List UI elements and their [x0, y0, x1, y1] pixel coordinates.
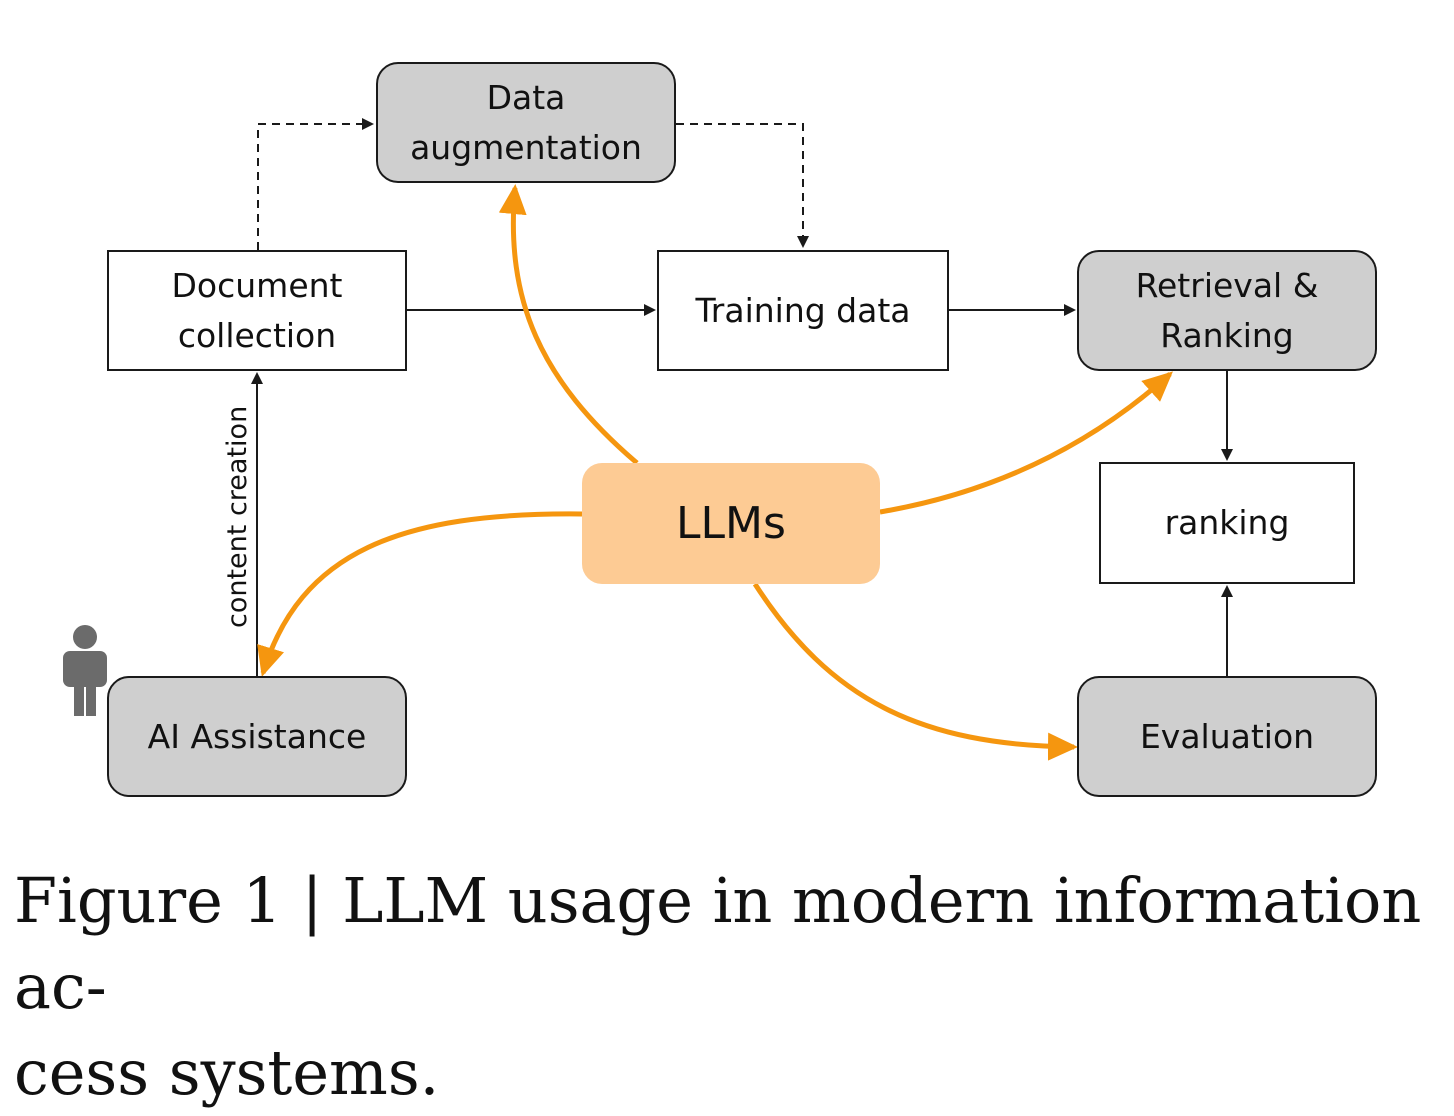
evaluation-node: Evaluation — [1077, 676, 1377, 797]
retrieval-ranking-node: Retrieval & Ranking — [1077, 250, 1377, 371]
orange-arrow-llm-to-evaluation — [752, 582, 1078, 761]
dashed-arrow-aug-to-training — [676, 123, 809, 248]
ranking-node: ranking — [1099, 462, 1355, 584]
orange-arrow-llm-to-ai — [257, 511, 583, 677]
llms-node: LLMs — [582, 463, 880, 584]
person-icon — [63, 625, 107, 716]
data-augmentation-node: Data augmentation — [376, 62, 676, 183]
ai-assistance-node: AI Assistance — [107, 676, 407, 797]
llm-diagram: Data augmentation Document collection Tr… — [63, 62, 1377, 797]
document-collection-node: Document collection — [107, 250, 407, 371]
orange-arrow-llm-to-retrieval — [879, 371, 1173, 515]
content-creation-label: content creation — [222, 405, 253, 628]
figure-caption: Figure 1 | LLM usage in modern informati… — [14, 864, 1422, 1109]
orange-arrow-llm-to-augmentation — [498, 184, 639, 465]
diagram-connectors — [63, 118, 1233, 761]
dashed-arrow-doc-to-aug — [257, 118, 374, 250]
training-data-node: Training data — [657, 250, 949, 371]
